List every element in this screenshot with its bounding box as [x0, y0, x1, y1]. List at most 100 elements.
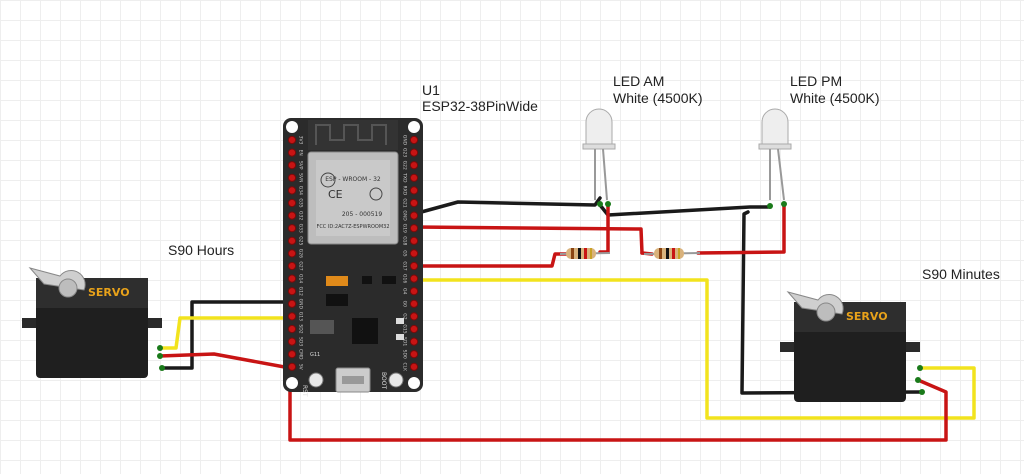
pin-left-svn[interactable]	[287, 173, 297, 182]
pin-right-g23[interactable]	[409, 148, 419, 157]
pin-right-g16[interactable]	[409, 274, 419, 283]
pin-left-g13[interactable]	[287, 312, 297, 321]
pin-left-g27[interactable]	[287, 261, 297, 271]
servo-hours[interactable]: SERVO	[22, 267, 162, 378]
pin-label-left-svn: SVN	[298, 173, 304, 182]
pin-label-left-5v: 5V	[298, 364, 304, 371]
pin-label-right-g19: G19	[402, 224, 408, 233]
pin-right-g19[interactable]	[409, 224, 419, 233]
pin-left-svp[interactable]	[287, 161, 297, 170]
rst-label: RST	[301, 385, 308, 397]
wire-joints	[597, 201, 787, 209]
pin-left-g33[interactable]	[287, 224, 297, 233]
pin-right-g15[interactable]	[409, 324, 419, 334]
pin-label-right-g21: G21	[402, 198, 408, 207]
pin-label-right-rxd: RXD	[402, 186, 408, 196]
pin-left-g35[interactable]	[287, 198, 297, 208]
pin-label-right-sd1: SD1	[402, 337, 408, 346]
pin-label-left-g14: G14	[298, 274, 304, 283]
led-pm-name-label: LED PM	[790, 73, 843, 89]
pin-left-g34[interactable]	[287, 186, 297, 195]
pin-label-right-g5: G5	[402, 250, 408, 256]
pin-label-right-g22: G22	[402, 161, 408, 170]
wire-gnd-top[interactable]	[412, 196, 602, 216]
pin-label-left-sd3: SD3	[298, 337, 304, 346]
pin-left-g12[interactable]	[287, 287, 297, 296]
pin-right-g17[interactable]	[409, 261, 419, 271]
resistor-am[interactable]	[559, 248, 611, 259]
pin-left-g14[interactable]	[287, 274, 297, 283]
wire-led-am-anode[interactable]	[412, 225, 644, 255]
pin-label-right-g2: G2	[402, 313, 408, 319]
pin-label-right-g17: G17	[402, 261, 408, 270]
pin-left-en[interactable]	[287, 148, 297, 157]
pin-left-g26[interactable]	[287, 249, 297, 258]
pin-right-g22[interactable]	[409, 161, 419, 170]
pin-right-g4[interactable]	[409, 287, 419, 296]
wire-led-pm-anode[interactable]	[696, 202, 786, 255]
pin-left-sd2[interactable]	[287, 324, 297, 334]
pin-right-txd[interactable]	[409, 173, 419, 182]
wire-signal-minutes[interactable]	[412, 278, 976, 420]
led-am-color-label: White (4500K)	[613, 90, 703, 106]
pin-left-5v[interactable]	[287, 362, 297, 371]
u1-id-label: U1	[422, 82, 440, 98]
wire-resistor-am-to-led[interactable]	[598, 202, 610, 254]
boot-label: BOOT	[380, 372, 387, 389]
pin-right-clk[interactable]	[409, 362, 419, 371]
wire-gnd-left-servo[interactable]	[160, 300, 294, 370]
pin-label-left-g34: G34	[298, 186, 304, 195]
pin-label-left-svp: SVP	[298, 161, 304, 170]
pin-label-right-sd0: SD0	[402, 350, 408, 359]
wire-power-bottom[interactable]	[288, 366, 948, 442]
pin-left-sd3[interactable]	[287, 337, 297, 346]
pin-right-gnd[interactable]	[409, 135, 419, 145]
pin-right-g18[interactable]	[409, 236, 419, 245]
pin-label-right-g0: G0	[402, 301, 408, 307]
u1-part-label: ESP32-38PinWide	[422, 98, 538, 114]
wire-gnd-bridge[interactable]	[598, 203, 772, 217]
pin-left-g25[interactable]	[287, 236, 297, 245]
pin-right-g0[interactable]	[409, 299, 419, 308]
left-pin-header: 3V3ENSVPSVNG34G35G32G33G25G26G27G14G12GN…	[287, 135, 304, 371]
led-pm[interactable]	[758, 108, 792, 201]
pin-label-left-3v3: 3V3	[298, 136, 304, 145]
led-2	[396, 334, 404, 340]
pin-label-right-g23: G23	[402, 148, 408, 157]
rst-button[interactable]	[308, 372, 324, 388]
wifi-logo-icon	[320, 172, 336, 188]
pin-label-right-txd: TXD	[402, 172, 408, 183]
pin-label-left-g12: G12	[298, 287, 304, 296]
pin-label-left-g26: G26	[298, 249, 304, 258]
fcc-id: FCC ID:2AC7Z-ESPWROOM32	[316, 224, 389, 230]
esp32-board[interactable]: ESP - WROOM - 32 CE 205 - 000519 FCC ID:…	[283, 118, 423, 397]
resistor-pm[interactable]	[643, 248, 701, 259]
boot-button[interactable]	[388, 372, 404, 388]
pin-right-sd0[interactable]	[409, 350, 419, 359]
pin-left-cmd[interactable]	[287, 350, 297, 359]
capacitor	[326, 276, 348, 286]
pin-label-right-g18: G18	[402, 236, 408, 245]
wire-gpio-to-resistor-am[interactable]	[412, 252, 570, 268]
pin-right-g2[interactable]	[409, 312, 419, 321]
pin-left-gnd[interactable]	[287, 299, 297, 308]
servo-brand-left: SERVO	[88, 286, 130, 299]
servo-minutes-label: S90 Minutes	[922, 266, 1000, 282]
pin-right-g5[interactable]	[409, 249, 419, 258]
bluetooth-logo-icon	[369, 187, 383, 201]
ic-small	[310, 320, 334, 334]
wire-signal-hours[interactable]	[158, 316, 294, 350]
usb-chip	[352, 318, 378, 344]
pin-label-right-gnd: GND	[402, 210, 408, 221]
smd-2	[362, 276, 372, 284]
pin-label-right-g16: G16	[402, 274, 408, 283]
pin-right-sd1[interactable]	[409, 337, 419, 346]
pin-right-g21[interactable]	[409, 198, 419, 208]
pin-right-gnd[interactable]	[409, 211, 419, 220]
led-am[interactable]	[582, 108, 616, 201]
pin-right-rxd[interactable]	[409, 186, 419, 195]
pin-left-3v3[interactable]	[287, 135, 297, 145]
wire-power-left-servo[interactable]	[158, 352, 292, 370]
pin-left-g32[interactable]	[287, 211, 297, 220]
servo-minutes[interactable]: SERVO	[780, 291, 920, 402]
